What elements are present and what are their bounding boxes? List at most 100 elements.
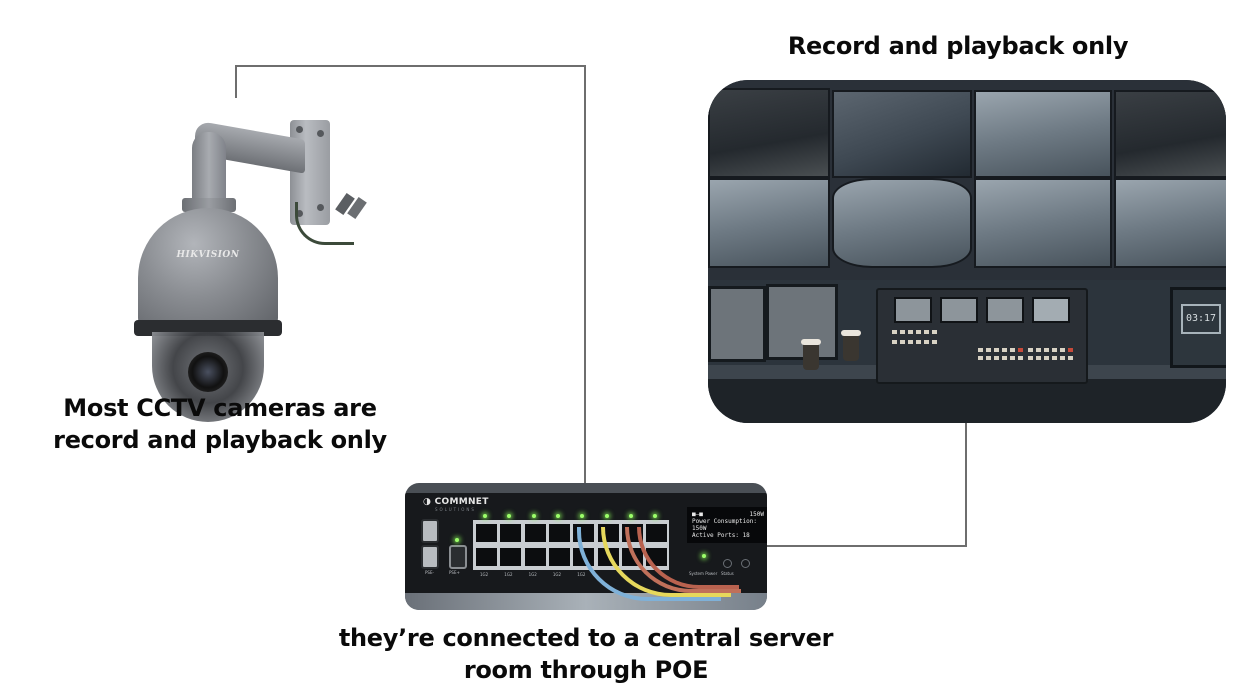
port-label: 1G2 bbox=[552, 572, 562, 577]
camera-caption: Most CCTV cameras are record and playbac… bbox=[20, 392, 420, 456]
console-button bbox=[932, 340, 937, 344]
clock-time: 03:17 bbox=[1185, 313, 1217, 324]
console-button bbox=[900, 330, 905, 334]
port-link-led bbox=[628, 514, 633, 518]
ethernet-port[interactable] bbox=[548, 548, 570, 566]
port-link-led bbox=[507, 514, 512, 518]
console-button bbox=[1018, 348, 1023, 352]
ethernet-port[interactable] bbox=[524, 548, 546, 566]
console-button bbox=[1068, 348, 1073, 352]
switch-caption: they’re connected to a central server ro… bbox=[336, 622, 836, 686]
switch-brand-sub: SOLUTIONS bbox=[435, 507, 476, 512]
console-button bbox=[1060, 356, 1065, 360]
console-preview-4 bbox=[1032, 297, 1070, 323]
camera-brand-label: HIKVISION bbox=[176, 250, 240, 260]
port-link-led bbox=[604, 514, 609, 518]
console-button bbox=[908, 330, 913, 334]
cctv-feed-entrance bbox=[974, 90, 1112, 178]
console-button bbox=[1044, 356, 1049, 360]
clock-display: 03:17 bbox=[1181, 304, 1221, 334]
cctv-feed-corridor bbox=[1114, 90, 1226, 178]
oled-power-value: 150W bbox=[749, 511, 764, 518]
port-link-led bbox=[580, 514, 585, 518]
cctv-feed-aisle bbox=[1114, 178, 1226, 268]
console-button bbox=[1052, 348, 1057, 352]
console-preview-1 bbox=[894, 297, 932, 323]
switch-brand: COMMNET bbox=[434, 497, 489, 507]
usb-port bbox=[421, 519, 439, 543]
coffee-cup bbox=[801, 339, 821, 370]
poe-switch-image: ◑ COMMNET SOLUTIONS PSE- PSE+ ■–■ 150W P… bbox=[405, 483, 767, 610]
console-button bbox=[1028, 356, 1033, 360]
pse-led bbox=[455, 538, 459, 542]
camera-cable bbox=[295, 202, 354, 245]
port-label: 1G2 bbox=[504, 572, 513, 577]
ethernet-port[interactable] bbox=[524, 524, 546, 542]
pse-port bbox=[449, 545, 467, 569]
console-button bbox=[994, 348, 999, 352]
console-button bbox=[1002, 348, 1007, 352]
port-label: 1G2 bbox=[577, 572, 586, 577]
oled-line-1: ■–■ 150W bbox=[692, 511, 764, 518]
cctv-feed-store-floor bbox=[832, 178, 972, 268]
control-console bbox=[876, 288, 1088, 384]
ethernet-port[interactable] bbox=[500, 548, 522, 566]
ptz-camera-image: HIKVISION bbox=[120, 110, 380, 422]
port-link-led bbox=[531, 514, 536, 518]
desk-underside bbox=[708, 379, 1226, 423]
switch-brand-logo: ◑ COMMNET bbox=[423, 497, 489, 507]
console-button bbox=[1010, 348, 1015, 352]
cctv-feed-shelves bbox=[974, 178, 1112, 268]
console-button bbox=[1060, 348, 1065, 352]
connector-camera-to-switch bbox=[584, 65, 586, 485]
connector-camera-top-horizontal bbox=[235, 65, 586, 67]
console-button bbox=[892, 330, 897, 334]
clock-monitor: 03:17 bbox=[1170, 287, 1226, 368]
console-button bbox=[978, 356, 983, 360]
camera-caption-line2: record and playback only bbox=[53, 426, 387, 454]
connector-control-room-vertical bbox=[965, 423, 967, 547]
cctv-feed-building bbox=[832, 90, 972, 178]
console-button bbox=[1052, 356, 1057, 360]
ethernet-port[interactable] bbox=[548, 524, 570, 542]
console-button bbox=[1002, 356, 1007, 360]
console-button bbox=[932, 330, 937, 334]
port-link-led bbox=[653, 514, 658, 518]
ethernet-port[interactable] bbox=[500, 524, 522, 542]
camera-housing bbox=[138, 208, 278, 328]
console-preview-2 bbox=[940, 297, 978, 323]
console-button bbox=[924, 340, 929, 344]
cctv-feed-street bbox=[708, 88, 830, 178]
cctv-feed-warehouse-aisle bbox=[708, 178, 830, 268]
console-button bbox=[986, 356, 991, 360]
ethernet-port[interactable] bbox=[476, 548, 497, 566]
mount-arm-vertical bbox=[192, 132, 226, 202]
console-button bbox=[916, 330, 921, 334]
console-button bbox=[916, 340, 921, 344]
connector-switch-to-control-room bbox=[767, 545, 967, 547]
camera-caption-line1: Most CCTV cameras are bbox=[63, 394, 377, 422]
console-button bbox=[908, 340, 913, 344]
coffee-cup bbox=[841, 330, 861, 361]
console-button bbox=[1068, 356, 1073, 360]
console-button bbox=[1044, 348, 1049, 352]
reset-button[interactable] bbox=[741, 559, 750, 568]
console-button bbox=[900, 340, 905, 344]
port-link-led bbox=[555, 514, 560, 518]
ethernet-port[interactable] bbox=[476, 524, 497, 542]
console-button bbox=[1036, 356, 1041, 360]
label-pse-plus: PSE+ bbox=[449, 570, 460, 575]
console-button bbox=[986, 348, 991, 352]
console-button bbox=[924, 330, 929, 334]
switch-caption-line2: room through POE bbox=[463, 656, 709, 684]
switch-caption-line1: they’re connected to a central server bbox=[338, 624, 834, 652]
console-button bbox=[892, 340, 897, 344]
console-button bbox=[978, 348, 983, 352]
label-pse-minus: PSE- bbox=[425, 570, 434, 575]
console-button bbox=[1018, 356, 1023, 360]
desk-monitor-left bbox=[708, 286, 766, 362]
connector-camera-top-vertical bbox=[235, 65, 237, 98]
console-preview-3 bbox=[986, 297, 1024, 323]
port-label: 1G2 bbox=[480, 572, 489, 577]
camera-lens bbox=[188, 352, 228, 392]
